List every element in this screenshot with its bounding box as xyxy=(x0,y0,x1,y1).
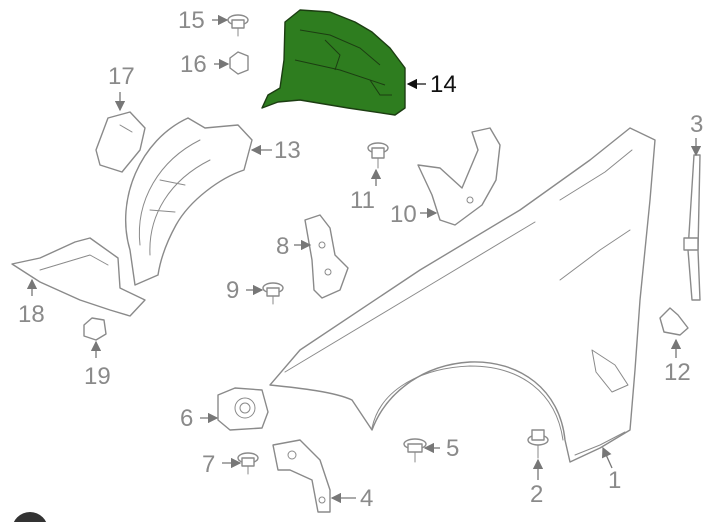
callout-18: 18 xyxy=(18,301,45,328)
callout-8: 8 xyxy=(276,233,289,260)
callout-12: 12 xyxy=(664,359,691,386)
mount-part-6 xyxy=(217,387,269,431)
callout-6: 6 xyxy=(180,405,193,432)
callout-7: 7 xyxy=(202,451,215,478)
corner-dot xyxy=(13,512,47,522)
strip-part-3 xyxy=(683,154,701,301)
screw-part-2 xyxy=(527,429,549,459)
callout-19: 19 xyxy=(84,363,111,390)
bolt-part-9 xyxy=(262,282,284,305)
callout-labels: 1 2 3 4 5 6 7 8 9 10 11 12 13 14 15 16 1… xyxy=(18,7,703,512)
callout-leaders xyxy=(26,14,702,504)
under-cover-part-18 xyxy=(11,237,146,317)
clip-part-5 xyxy=(403,438,427,463)
callout-2: 2 xyxy=(530,481,543,508)
fender-part xyxy=(269,127,656,463)
callout-5: 5 xyxy=(446,435,459,462)
screw-part-7 xyxy=(237,452,259,475)
wheel-arch-liner-part-13 xyxy=(125,117,253,286)
callout-13: 13 xyxy=(274,137,301,164)
callout-17: 17 xyxy=(108,63,135,90)
callout-14: 14 xyxy=(430,71,457,98)
bracket-part-4 xyxy=(272,439,331,513)
clip-part-16 xyxy=(229,51,249,75)
callout-9: 9 xyxy=(226,277,239,304)
callout-16: 16 xyxy=(180,51,207,78)
callout-15: 15 xyxy=(178,7,205,34)
callout-11: 11 xyxy=(350,187,375,214)
bolt-part-15 xyxy=(227,14,249,37)
callout-3: 3 xyxy=(690,111,703,138)
bolt-part-11 xyxy=(367,142,389,169)
bracket-part-12 xyxy=(659,307,689,336)
callout-10: 10 xyxy=(390,201,417,228)
inner-liner-part-14-highlighted xyxy=(261,9,406,116)
callout-4: 4 xyxy=(360,485,373,512)
callout-1: 1 xyxy=(608,467,621,494)
bracket-part-10 xyxy=(417,127,501,226)
support-part-8 xyxy=(304,214,349,299)
pad-part-17 xyxy=(95,111,146,173)
clip-part-19 xyxy=(83,317,107,341)
